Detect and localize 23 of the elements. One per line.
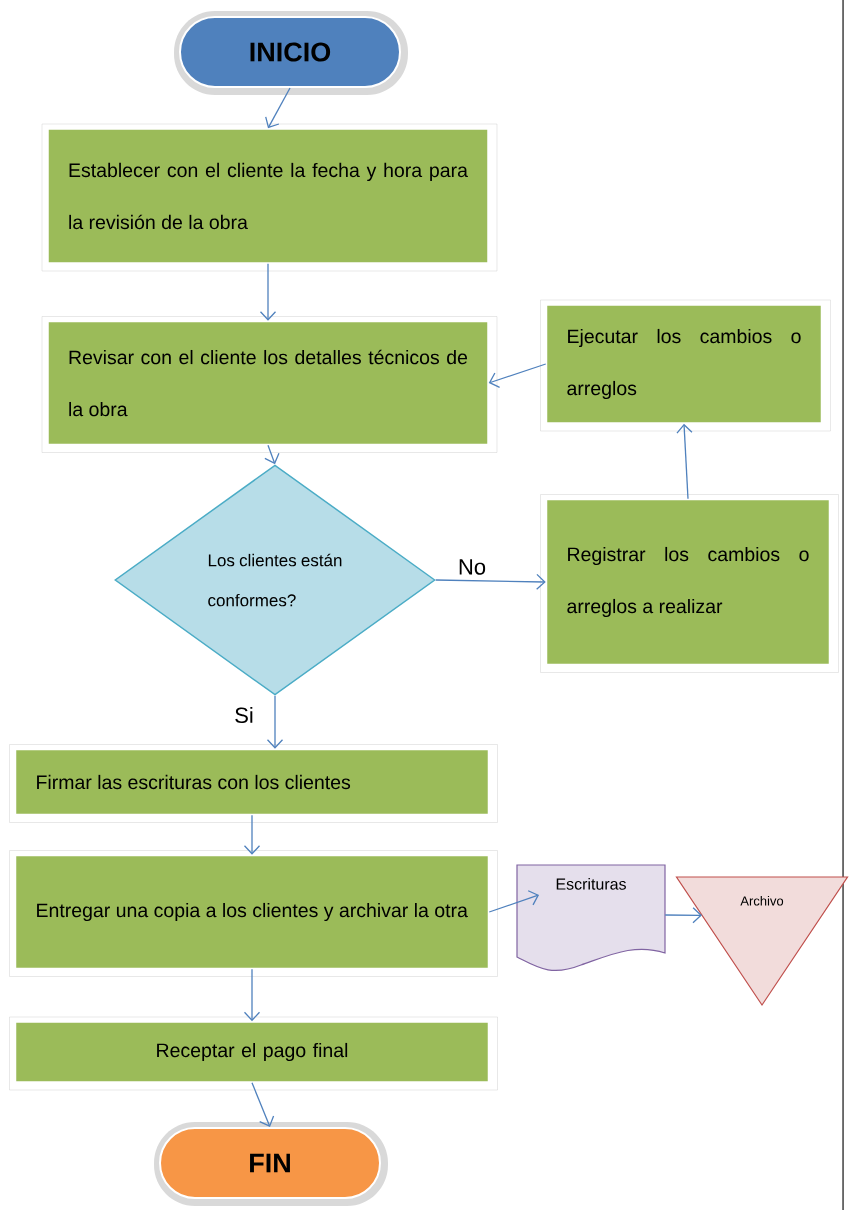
arrow (676, 423, 693, 500)
arrow (243, 814, 261, 855)
arrow (265, 87, 291, 129)
arrow (488, 363, 547, 388)
process-box: Ejecutar los cambios o arreglos (540, 299, 831, 432)
arrow (243, 968, 261, 1022)
arrow (435, 573, 546, 590)
process-box: Establecer con el cliente la fecha y hora para la revisión de la obra (41, 123, 498, 272)
arrow (488, 890, 540, 913)
arrow (664, 907, 702, 924)
process-box: Revisar con el cliente los detalles técnicos de la obra (41, 316, 498, 453)
process-box: Entregar una copia a los clientes y archivar la otra (9, 850, 498, 977)
edge-label: No (456, 558, 488, 576)
process-box: Registrar los cambios o arreglos a realizar (540, 494, 839, 673)
process-box: Firmar las escrituras con los clientes (9, 744, 498, 823)
arrow (259, 263, 277, 321)
arrow (266, 695, 284, 749)
edge-label: Si (233, 705, 255, 725)
terminal-box: INICIO (174, 11, 408, 95)
process-box: Receptar el pago final (9, 1016, 498, 1091)
arrow (264, 444, 280, 465)
terminal-box: FIN (154, 1122, 388, 1206)
arrow (251, 1082, 275, 1127)
